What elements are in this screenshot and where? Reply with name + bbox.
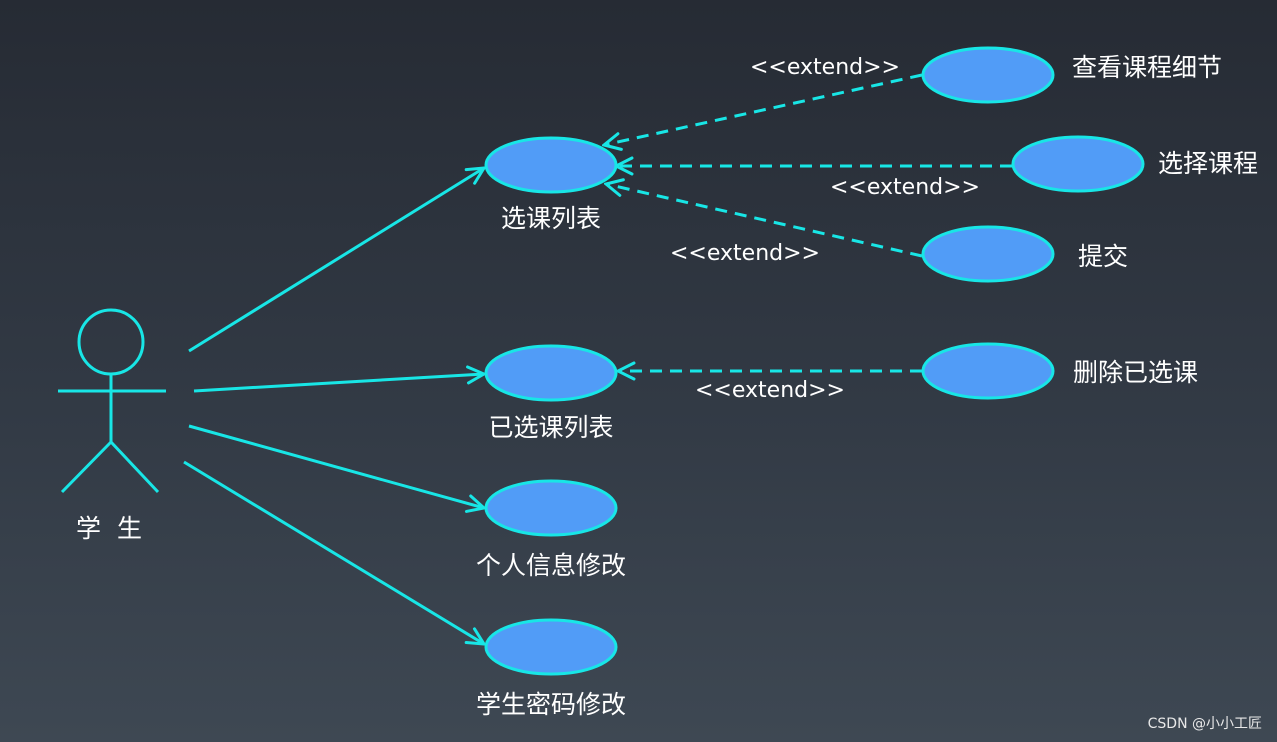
label-delete-selected: 删除已选课 bbox=[1073, 358, 1198, 387]
actor-label: 学 生 bbox=[76, 514, 146, 543]
use-case-delete-selected bbox=[921, 342, 1055, 400]
use-case-password bbox=[484, 618, 618, 676]
label-course-list: 选课列表 bbox=[501, 204, 601, 233]
association-password bbox=[183, 460, 484, 644]
associations bbox=[183, 168, 484, 644]
association-personal-info bbox=[188, 424, 484, 508]
label-course-detail: 查看课程细节 bbox=[1072, 53, 1222, 82]
label-select-course: 选择课程 bbox=[1158, 149, 1258, 178]
use-case-selected-list bbox=[484, 344, 618, 402]
actor-head bbox=[77, 308, 145, 376]
actor-right-leg bbox=[109, 440, 160, 494]
watermark-text: CSDN @小小工匠 bbox=[1148, 716, 1262, 732]
extend-relations bbox=[604, 73, 1012, 371]
label-selected-list: 已选课列表 bbox=[488, 413, 613, 442]
extend-label-course-detail: <<extend>> bbox=[750, 55, 900, 80]
use-case-course-list bbox=[484, 136, 618, 194]
extend-submit bbox=[606, 184, 923, 258]
association-selected-list bbox=[193, 374, 484, 393]
use-case-personal-info bbox=[484, 479, 618, 537]
label-submit: 提交 bbox=[1078, 242, 1128, 271]
extend-label-submit: <<extend>> bbox=[670, 241, 820, 266]
use-case-submit bbox=[921, 225, 1055, 283]
label-personal-info: 个人信息修改 bbox=[476, 551, 626, 580]
use-case-ellipses bbox=[484, 46, 1145, 676]
label-password: 学生密码修改 bbox=[476, 690, 626, 719]
extend-course-detail bbox=[604, 73, 923, 145]
use-case-course-detail bbox=[921, 46, 1055, 104]
actor-student bbox=[58, 308, 166, 494]
use-case-select-course bbox=[1011, 135, 1145, 193]
actor-left-leg bbox=[60, 440, 113, 494]
extend-label-select-course: <<extend>> bbox=[830, 175, 980, 200]
association-course-list bbox=[188, 168, 484, 353]
extend-label-delete-selected: <<extend>> bbox=[695, 378, 845, 403]
